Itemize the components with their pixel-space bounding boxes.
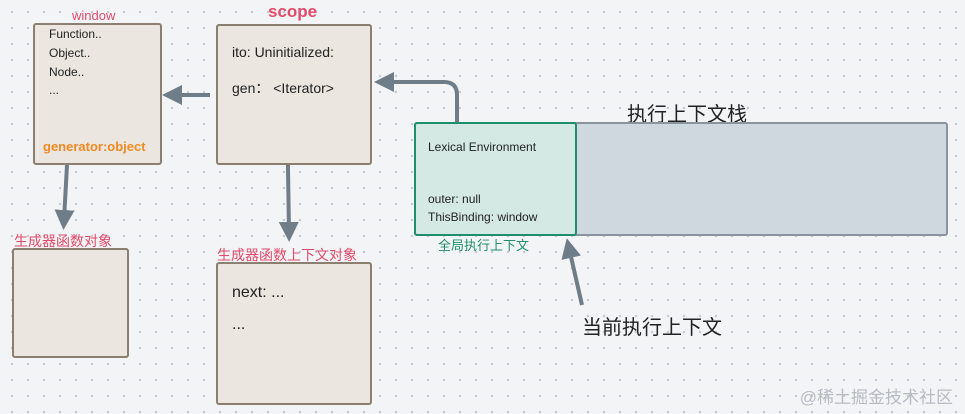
global-context-label: 全局执行上下文: [438, 238, 530, 253]
generator-ctx-title: 生成器函数上下文对象: [217, 247, 357, 263]
generator-ctx-ellipsis: ...: [232, 316, 246, 333]
this-binding: ThisBinding: window: [428, 210, 538, 224]
stack-title: 执行上下文栈: [627, 104, 747, 126]
current-context-label: 当前执行上下文: [582, 317, 722, 339]
arrow-lexical-to-scope: [374, 72, 459, 125]
global-context-box: Lexical Environment outer: null ThisBind…: [414, 122, 577, 236]
window-line-node: Node..: [49, 65, 85, 79]
window-generator-prop: generator:object: [43, 139, 146, 154]
outer-binding: outer: null: [428, 192, 481, 206]
generator-ctx-next: next: ...: [232, 284, 285, 301]
scope-title: scope: [268, 2, 318, 21]
window-title: window: [72, 8, 116, 23]
generator-ctx-box: next: ... ...: [216, 262, 372, 405]
lexical-environment: Lexical Environment: [428, 140, 537, 154]
window-line-ellipsis: ...: [49, 83, 60, 97]
generator-fn-object-title: 生成器函数对象: [14, 233, 112, 249]
watermark: @稀土掘金技术社区: [799, 388, 953, 407]
scope-ito: ito: Uninitialized:: [232, 44, 334, 60]
generator-fn-object-box: [12, 248, 129, 358]
window-line-object: Object..: [49, 46, 91, 60]
arrow-current-context: [561, 238, 584, 306]
window-box: Function.. Object.. Node.. ... generator…: [33, 23, 162, 165]
window-line-function: Function..: [49, 27, 102, 41]
arrow-window-to-fn-object: [54, 164, 75, 230]
scope-gen: gen： <Iterator>: [232, 80, 334, 96]
scope-box: ito: Uninitialized: gen： <Iterator>: [216, 24, 372, 165]
